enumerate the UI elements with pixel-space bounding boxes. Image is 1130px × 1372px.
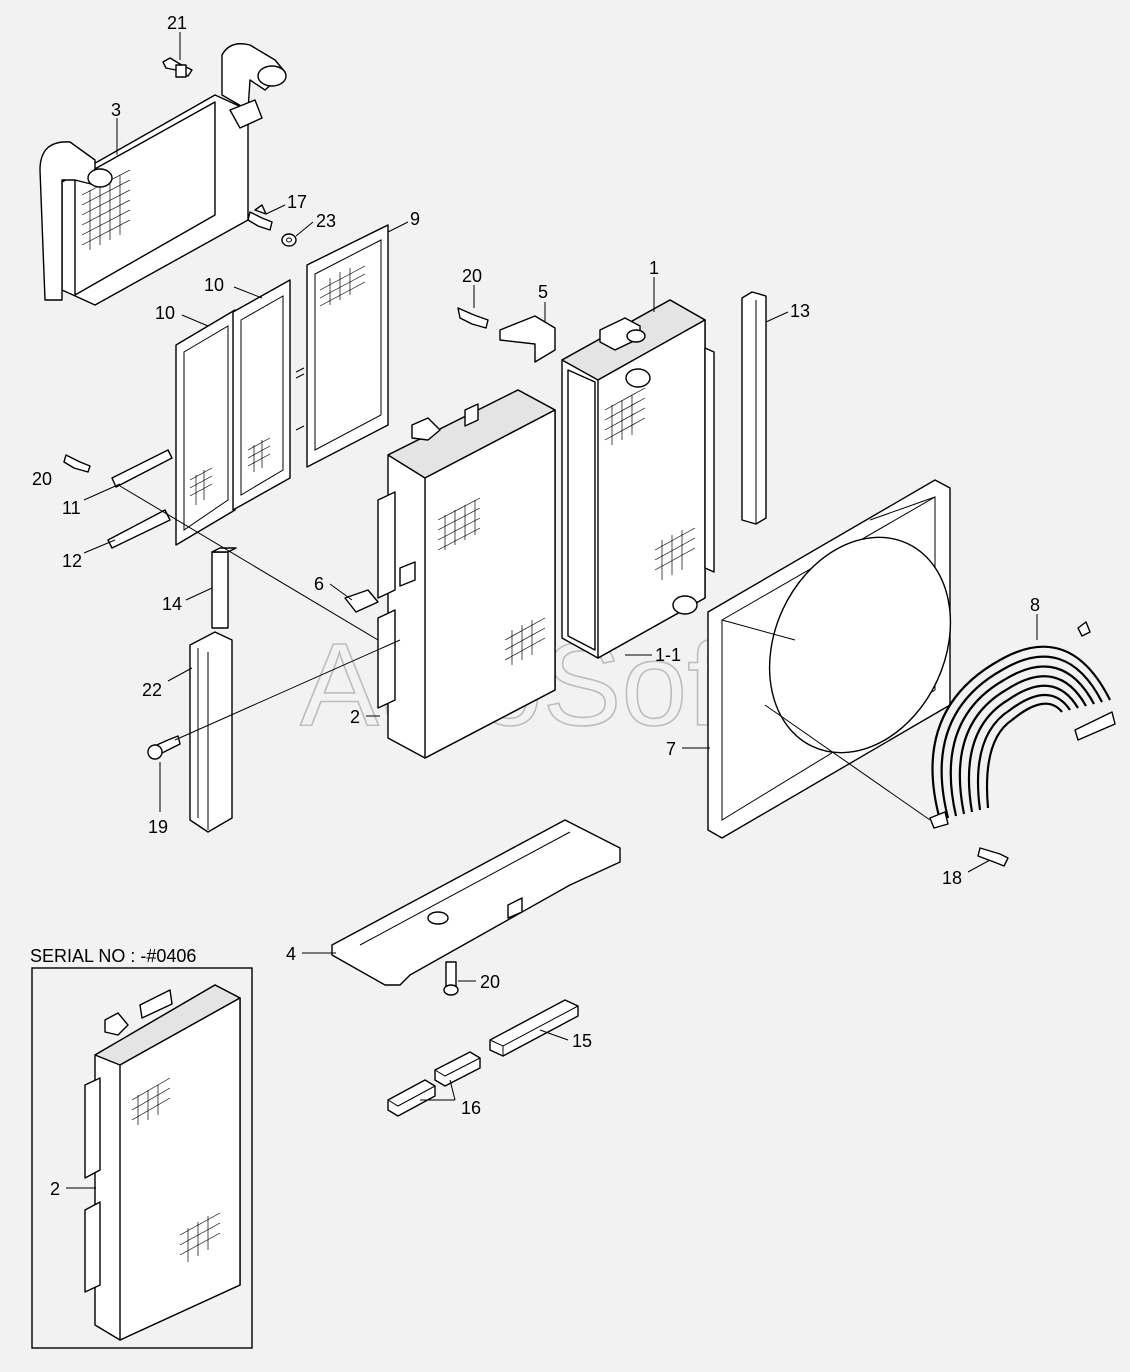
part-4-mount-plate bbox=[331, 819, 621, 986]
callout-2: 2 bbox=[350, 707, 360, 727]
callout-23: 23 bbox=[316, 211, 336, 231]
part-22-side-seal bbox=[189, 631, 233, 833]
callout-20-lower: 20 bbox=[480, 972, 500, 992]
part-17-wing-bolt bbox=[247, 204, 273, 231]
radiator-core-mesh bbox=[437, 497, 546, 665]
part-19-bolt bbox=[147, 735, 181, 760]
part-20-bolt-upper bbox=[457, 307, 489, 329]
leader-lines bbox=[66, 32, 1038, 1189]
part-10-screen-middle bbox=[232, 279, 291, 511]
callout-4: 4 bbox=[286, 944, 296, 964]
part-2-radiator-frame bbox=[377, 389, 556, 759]
part-20-bolt-lower bbox=[443, 961, 459, 996]
callout-15: 15 bbox=[572, 1031, 592, 1051]
part-23-washer bbox=[281, 233, 297, 247]
part-7-fan-shroud bbox=[707, 479, 952, 839]
oil-cooler-mesh bbox=[604, 387, 696, 580]
callout-17: 17 bbox=[287, 192, 307, 212]
callout-3: 3 bbox=[111, 100, 121, 120]
callout-12: 12 bbox=[62, 551, 82, 571]
serial-number-label: SERIAL NO : -#0406 bbox=[30, 946, 196, 966]
part-11-bracket bbox=[111, 449, 173, 488]
part-1-oil-cooler bbox=[561, 299, 715, 659]
part-9-screen bbox=[306, 224, 389, 468]
part-10-screen-left bbox=[175, 309, 236, 546]
part-3-intercooler bbox=[39, 43, 287, 306]
callout-22: 22 bbox=[142, 680, 162, 700]
part-16-block-a bbox=[434, 1051, 481, 1087]
part-20-bolt-left bbox=[63, 454, 91, 473]
callout-18: 18 bbox=[942, 868, 962, 888]
callout-14: 14 bbox=[162, 594, 182, 614]
callout-9: 9 bbox=[410, 209, 420, 229]
part-5-bracket bbox=[499, 315, 556, 363]
callout-5: 5 bbox=[538, 282, 548, 302]
part-6-plate bbox=[344, 561, 416, 613]
callout-1-1: 1-1 bbox=[655, 645, 681, 665]
callout-8: 8 bbox=[1030, 595, 1040, 615]
callout-6: 6 bbox=[314, 574, 324, 594]
part-13-bar bbox=[741, 291, 767, 525]
callout-10-middle: 10 bbox=[204, 275, 224, 295]
callout-20-left: 20 bbox=[32, 469, 52, 489]
intercooler-mesh bbox=[81, 169, 131, 250]
callout-10-left: 10 bbox=[155, 303, 175, 323]
inset-radiator-mesh bbox=[131, 1077, 221, 1262]
part-16-block-b bbox=[387, 1079, 436, 1117]
callout-labels: 21 3 17 23 9 10 10 20 5 1 13 20 11 12 14… bbox=[30, 13, 1040, 1199]
callout-16: 16 bbox=[461, 1098, 481, 1118]
callout-11: 11 bbox=[62, 498, 81, 518]
callout-1: 1 bbox=[649, 258, 659, 278]
callout-7: 7 bbox=[666, 739, 676, 759]
part-21-bolt bbox=[162, 57, 193, 78]
screen-clips bbox=[295, 367, 305, 431]
callout-21: 21 bbox=[167, 13, 187, 33]
callout-13: 13 bbox=[790, 301, 810, 321]
part-8-fan-guard bbox=[929, 621, 1116, 829]
part-15-block bbox=[489, 999, 579, 1057]
callout-2-inset: 2 bbox=[50, 1179, 60, 1199]
callout-20-upper: 20 bbox=[462, 266, 482, 286]
serial-inset bbox=[31, 967, 253, 1349]
part-14-block bbox=[211, 547, 237, 629]
part-12-bracket bbox=[107, 509, 171, 549]
callout-19: 19 bbox=[148, 817, 168, 837]
part-18-bolt bbox=[977, 847, 1009, 867]
